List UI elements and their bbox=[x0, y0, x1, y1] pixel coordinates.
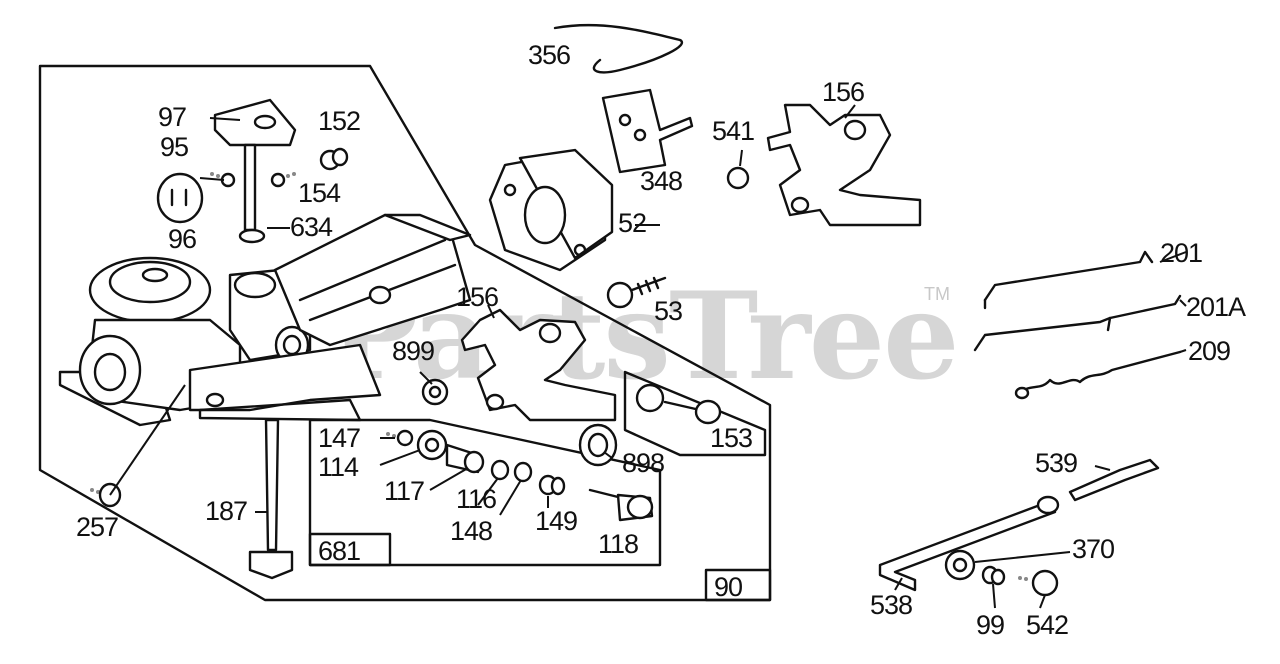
label-97: 97 bbox=[158, 102, 186, 132]
label-156-lower: 156 bbox=[456, 282, 498, 312]
label-542: 542 bbox=[1026, 610, 1068, 640]
kit-153-outline bbox=[623, 370, 767, 457]
leader-lines bbox=[199, 104, 1187, 609]
label-156-upper: 156 bbox=[822, 77, 864, 107]
part-201A-rod bbox=[973, 294, 1182, 352]
label-899: 899 bbox=[392, 336, 434, 366]
label-52: 52 bbox=[618, 208, 646, 238]
label-370: 370 bbox=[1072, 534, 1114, 564]
part-114-washer bbox=[416, 429, 448, 461]
part-370-washer bbox=[944, 549, 976, 581]
label-539: 539 bbox=[1035, 448, 1077, 478]
watermark-trademark: TM bbox=[924, 284, 950, 304]
label-53: 53 bbox=[654, 296, 682, 326]
kit-90-outline bbox=[38, 64, 772, 602]
kit-90-label-box bbox=[704, 568, 772, 602]
label-99: 99 bbox=[976, 610, 1004, 640]
label-96: 96 bbox=[168, 224, 196, 254]
label-148: 148 bbox=[450, 516, 492, 546]
part-148-washer bbox=[513, 461, 533, 483]
label-257: 257 bbox=[76, 512, 118, 542]
label-152: 152 bbox=[318, 106, 360, 136]
part-99-spring bbox=[981, 565, 1006, 586]
part-96-disc bbox=[156, 172, 204, 224]
part-539-link bbox=[1068, 458, 1160, 502]
label-154: 154 bbox=[298, 178, 341, 208]
part-542-screw bbox=[1018, 569, 1059, 597]
part-209-spring bbox=[1014, 350, 1182, 400]
label-201A: 201A bbox=[1186, 292, 1246, 322]
part-147-screw bbox=[386, 429, 414, 447]
part-117-jet bbox=[445, 443, 485, 474]
part-348-plate bbox=[601, 88, 694, 174]
part-898-seal bbox=[578, 423, 618, 467]
kit-681-label: 681 bbox=[318, 536, 360, 566]
label-149: 149 bbox=[535, 506, 577, 536]
label-634: 634 bbox=[290, 212, 333, 242]
part-538-rod bbox=[878, 495, 1060, 592]
part-97-plate bbox=[213, 98, 297, 244]
part-118-needle bbox=[588, 488, 654, 522]
label-118: 118 bbox=[598, 529, 638, 559]
label-201: 201 bbox=[1160, 238, 1202, 268]
label-116: 116 bbox=[456, 484, 496, 514]
label-348: 348 bbox=[640, 166, 682, 196]
label-95: 95 bbox=[160, 132, 188, 162]
label-356: 356 bbox=[528, 40, 570, 70]
label-898: 898 bbox=[622, 448, 664, 478]
part-154-spring bbox=[270, 172, 296, 188]
part-541-washer bbox=[726, 166, 750, 190]
part-156-bracket-upper bbox=[766, 103, 922, 227]
part-257-screw bbox=[90, 384, 186, 508]
label-114: 114 bbox=[318, 452, 359, 482]
part-201-rod bbox=[983, 250, 1154, 310]
part-356-wire bbox=[553, 23, 684, 74]
part-116-washer bbox=[490, 459, 510, 481]
label-187: 187 bbox=[205, 496, 247, 526]
label-538: 538 bbox=[870, 590, 912, 620]
part-149-spring bbox=[538, 474, 566, 496]
part-156-bracket-lower bbox=[460, 308, 617, 422]
label-153: 153 bbox=[710, 423, 752, 453]
part-52-gasket bbox=[488, 148, 614, 272]
kit-90-label: 90 bbox=[714, 572, 742, 602]
part-152-washer bbox=[319, 147, 349, 171]
part-labels: 356 97 95 152 154 96 634 348 541 156 52 … bbox=[76, 40, 1247, 640]
label-541: 541 bbox=[712, 116, 754, 146]
part-187-bolt bbox=[248, 418, 294, 580]
kit-681-label-box bbox=[308, 532, 392, 567]
part-153-screw bbox=[635, 383, 722, 425]
label-117: 117 bbox=[384, 476, 424, 506]
carburetor-body bbox=[58, 213, 472, 427]
part-53-screw bbox=[606, 276, 667, 309]
label-147: 147 bbox=[318, 423, 360, 453]
label-209: 209 bbox=[1188, 336, 1230, 366]
part-899-ring bbox=[421, 378, 449, 406]
